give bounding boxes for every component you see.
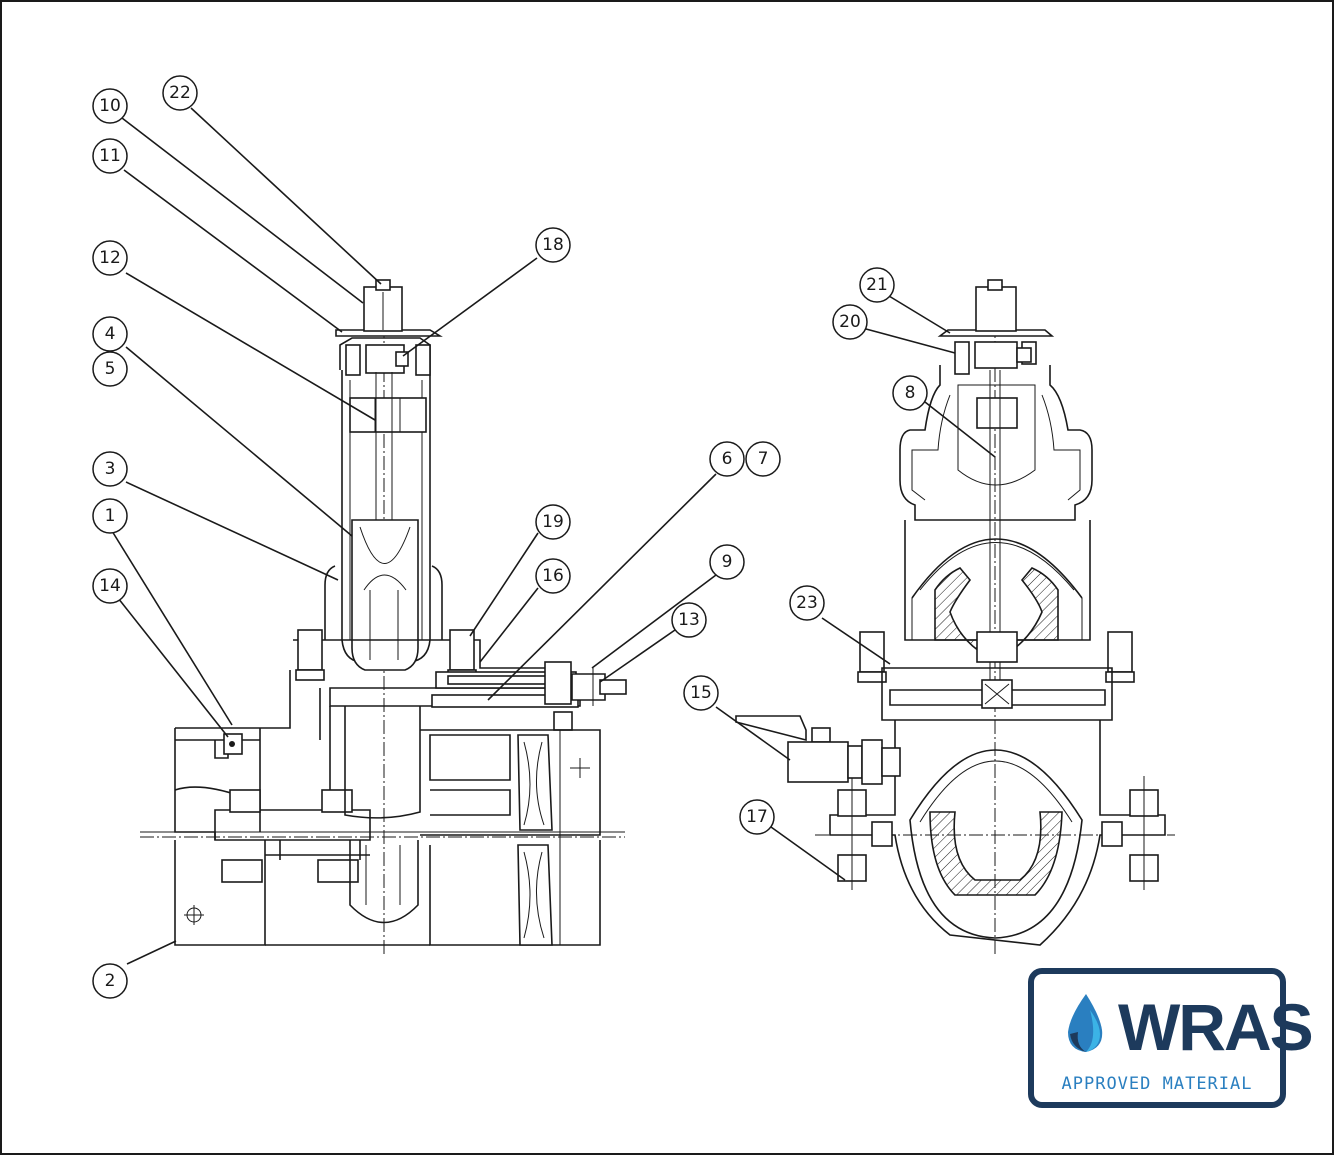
callout-12: 12 [92,240,128,276]
callout-1: 1 [92,498,128,534]
callout-1-label: 1 [105,506,116,526]
callout-2: 2 [92,963,128,999]
callout-22-label: 22 [169,83,191,103]
callout-5: 5 [92,351,128,387]
callout-20: 20 [832,304,868,340]
callout-15: 15 [683,675,719,711]
callout-18-label: 18 [542,235,564,255]
callout-14: 14 [92,568,128,604]
callout-23: 23 [789,585,825,621]
callout-11-label: 11 [99,146,121,166]
callout-23-label: 23 [796,593,818,613]
callout-6-label: 6 [722,449,733,469]
water-drop-icon [1068,994,1103,1052]
callout-9: 9 [709,544,745,580]
callout-4: 4 [92,316,128,352]
callout-7: 7 [745,441,781,477]
callout-2-label: 2 [105,971,116,991]
leader-lines [111,107,996,965]
callout-13-label: 13 [678,610,700,630]
front-section-view [735,279,1175,955]
callout-16: 16 [535,558,571,594]
wras-approved-badge: WRAS APPROVED MATERIAL [1028,968,1314,1108]
wras-wordmark: WRAS [1118,990,1314,1064]
callout-22: 22 [162,75,198,111]
callout-3: 3 [92,451,128,487]
callout-19: 19 [535,504,571,540]
callout-8-label: 8 [905,383,916,403]
wras-logo-mark: WRAS [1052,988,1314,1062]
side-section-view [140,279,627,955]
callout-15-label: 15 [690,683,712,703]
callout-19-label: 19 [542,512,564,532]
callout-5-label: 5 [105,359,116,379]
callout-7-label: 7 [758,449,769,469]
callout-10-label: 10 [99,96,121,116]
wras-tagline: APPROVED MATERIAL [1061,1074,1253,1094]
callout-3-label: 3 [105,459,116,479]
callout-11: 11 [92,138,128,174]
callout-21-label: 21 [866,275,888,295]
callout-17: 17 [739,799,775,835]
callout-13: 13 [671,602,707,638]
callout-17-label: 17 [746,807,768,827]
callout-18: 18 [535,227,571,263]
callout-20-label: 20 [839,312,861,332]
callout-9-label: 9 [722,552,733,572]
callout-16-label: 16 [542,566,564,586]
callout-14-label: 14 [99,576,121,596]
callout-6: 6 [709,441,745,477]
callout-10: 10 [92,88,128,124]
callout-12-label: 12 [99,248,121,268]
callout-4-label: 4 [105,324,116,344]
callout-8: 8 [892,375,928,411]
callout-21: 21 [859,267,895,303]
